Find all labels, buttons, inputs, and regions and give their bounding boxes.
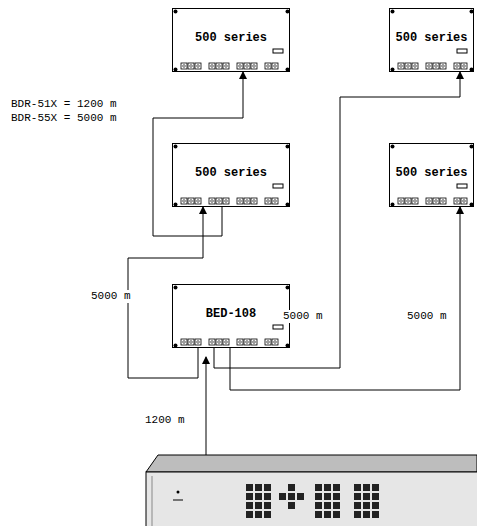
key-button — [324, 502, 331, 509]
cable-length: 1200 m — [144, 414, 186, 427]
keypad — [246, 484, 379, 518]
key-button — [315, 493, 322, 500]
key-button — [363, 484, 370, 491]
key-button — [255, 484, 262, 491]
key-button — [333, 484, 340, 491]
key-button — [354, 493, 361, 500]
key-button — [288, 484, 295, 491]
key-button — [288, 502, 295, 509]
device-name: 500 series — [390, 31, 473, 45]
key-button — [246, 493, 253, 500]
device-name: 500 series — [173, 31, 289, 45]
key-button — [264, 493, 271, 500]
key-button — [333, 511, 340, 518]
key-button — [354, 502, 361, 509]
device-name: 500 series — [173, 166, 289, 180]
rack-top — [146, 455, 477, 472]
device-name: BED-108 — [173, 307, 289, 321]
key-button — [315, 511, 322, 518]
cable-length: 5000 m — [90, 290, 132, 303]
device-name: 500 series — [390, 166, 473, 180]
link-line — [206, 357, 207, 455]
power-led — [177, 491, 180, 494]
key-button — [333, 502, 340, 509]
key-button — [354, 511, 361, 518]
key-button — [372, 484, 379, 491]
key-button — [246, 484, 253, 491]
key-button — [363, 493, 370, 500]
key-button — [264, 484, 271, 491]
device-box: 500 series — [172, 8, 290, 72]
key-button — [246, 511, 253, 518]
cable-length: 5000 m — [282, 310, 324, 323]
key-button — [279, 493, 286, 500]
rack-front — [146, 472, 477, 526]
key-button — [315, 484, 322, 491]
key-button — [255, 502, 262, 509]
key-button — [264, 511, 271, 518]
rack-ear — [152, 476, 153, 526]
key-button — [288, 493, 295, 500]
key-button — [363, 511, 370, 518]
key-button — [255, 493, 262, 500]
cable-length: 5000 m — [406, 310, 448, 323]
cable-length: BDR-55X = 5000 m — [10, 112, 118, 125]
device-box: 500 series — [172, 143, 290, 207]
key-button — [324, 484, 331, 491]
key-button — [324, 493, 331, 500]
key-button — [372, 511, 379, 518]
device-box: BED-108 — [172, 284, 290, 348]
key-button — [372, 502, 379, 509]
device-box: 500 series — [389, 8, 474, 72]
device-box: 500 series — [389, 143, 474, 207]
key-button — [372, 493, 379, 500]
key-button — [264, 502, 271, 509]
key-button — [315, 502, 322, 509]
key-button — [333, 493, 340, 500]
key-button — [246, 502, 253, 509]
key-button — [354, 484, 361, 491]
key-button — [255, 511, 262, 518]
power-switch — [173, 500, 183, 501]
cable-length: BDR-51X = 1200 m — [10, 98, 118, 111]
key-button — [324, 511, 331, 518]
key-button — [297, 493, 304, 500]
key-button — [363, 502, 370, 509]
